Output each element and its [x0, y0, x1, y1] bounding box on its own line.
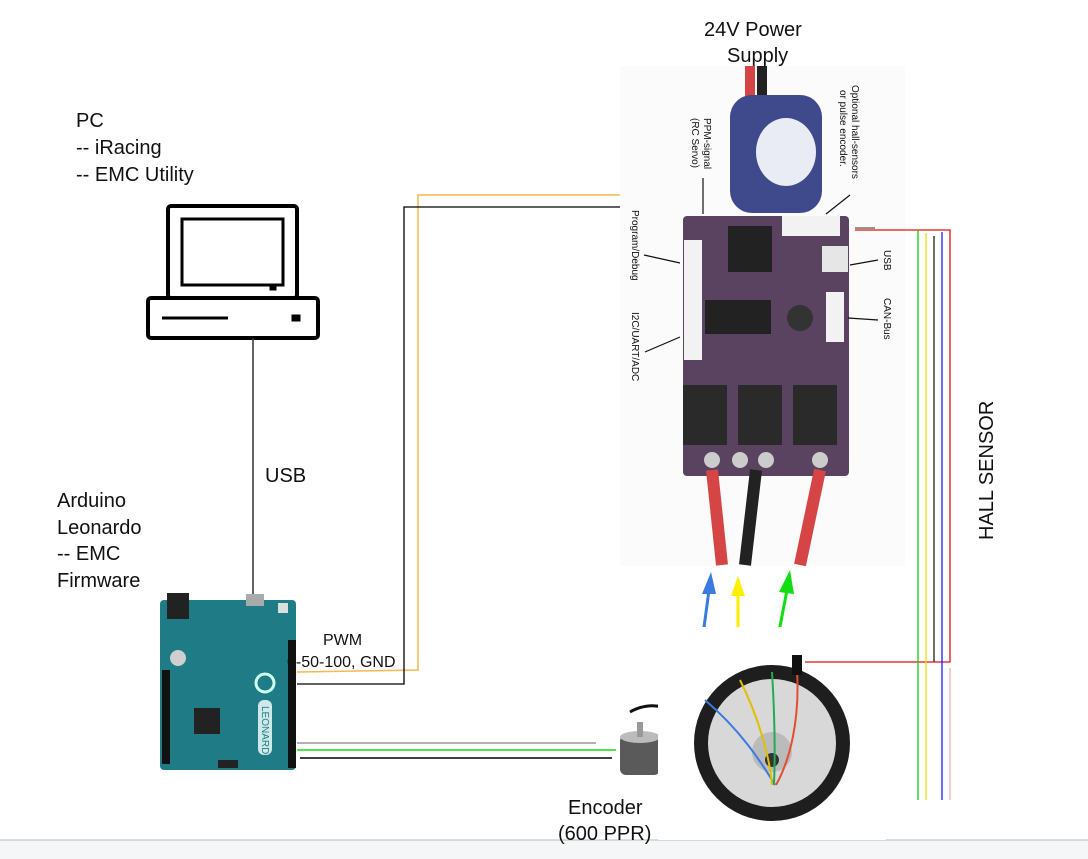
- pwm-signal-wire: [296, 194, 702, 673]
- hub-motor-image: [658, 627, 886, 840]
- pulse-encoder-label: or pulse encoder.: [837, 90, 848, 167]
- pwm-label: PWM: [323, 632, 362, 649]
- usb-label: USB: [265, 465, 306, 487]
- ppm-signal-label: PPM-signal: [701, 118, 712, 169]
- arduino-label: Arduino Leonardo -- EMC Firmware: [57, 490, 142, 592]
- pc-title: PC: [76, 110, 104, 132]
- phase-arrow-yellow: [731, 576, 745, 596]
- can-bus-label: CAN-Bus: [881, 298, 892, 340]
- esc-usb-label: USB: [881, 250, 892, 271]
- esc-label-arrows: [643, 178, 879, 353]
- i2c-uart-adc-label: I2C/UART/ADC: [629, 312, 640, 381]
- bottom-band: [0, 840, 1088, 859]
- pwm-ground-wire: [297, 206, 688, 685]
- pc-item-iracing: -- iRacing: [76, 137, 162, 159]
- encoder-ppr-label: (600 PPR): [558, 823, 651, 845]
- arduino-board-text: LEONARDO: [259, 706, 270, 762]
- program-debug-label: Program/Debug: [629, 210, 640, 281]
- arduino-line-2: Leonardo: [57, 517, 142, 539]
- phase-arrow-green: [779, 570, 794, 594]
- phase-arrow-blue: [702, 572, 716, 594]
- pc-item-emc-utility: -- EMC Utility: [76, 164, 194, 186]
- arduino-line-1: Arduino: [57, 490, 126, 512]
- arduino-leonardo-board: LEONARDO: [160, 593, 296, 770]
- pc-label: PC -- iRacing -- EMC Utility: [76, 110, 194, 186]
- computer-icon: [146, 204, 320, 340]
- power-supply-label-2: Supply: [727, 45, 788, 67]
- power-supply-label: 24V Power: [704, 19, 802, 41]
- rc-servo-label: (RC Servo): [689, 118, 700, 168]
- encoder-label: Encoder: [568, 797, 643, 819]
- esc-controller-image: [620, 66, 905, 567]
- pwm-range-label: 0-50-100, GND: [287, 654, 396, 671]
- optional-hall-label: Optional hall-sensors: [849, 85, 860, 179]
- arduino-line-4: Firmware: [57, 570, 140, 592]
- hall-sensor-label: HALL SENSOR: [976, 401, 998, 540]
- arduino-line-3: -- EMC: [57, 543, 120, 565]
- hall-sensor-wires: [805, 227, 951, 800]
